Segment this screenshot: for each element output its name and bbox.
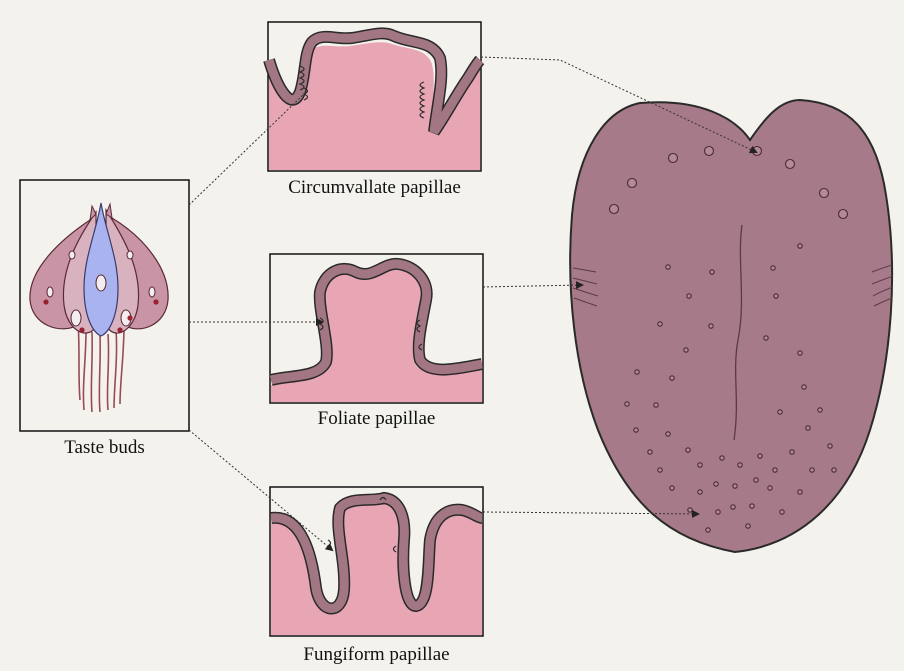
tongue <box>570 100 893 552</box>
circumvallate-label: Circumvallate papillae <box>268 177 481 199</box>
fungiform-papilla-dot <box>806 426 810 430</box>
fungiform-papilla-dot <box>625 402 629 406</box>
fungiform-papilla-dot <box>733 484 737 488</box>
fungiform-papilla-dot <box>686 448 690 452</box>
circumvallate-panel <box>268 22 481 171</box>
fungiform-papilla-dot <box>828 444 832 448</box>
fungiform-papilla-dot <box>754 478 758 482</box>
fungiform-papilla-dot <box>720 456 724 460</box>
fungiform-papilla-dot <box>771 266 775 270</box>
fungiform-papilla-dot <box>798 244 802 248</box>
fungiform-papilla-dot <box>688 508 692 512</box>
fungiform-papilla-dot <box>790 450 794 454</box>
fungiform-papilla-dot <box>670 376 674 380</box>
fungiform-papilla-dot <box>648 450 652 454</box>
circumvallate-papilla-dot <box>820 189 829 198</box>
fungiform-papilla-dot <box>714 482 718 486</box>
fungiform-panel <box>270 487 483 636</box>
fungiform-papilla-dot <box>832 468 836 472</box>
fungiform-papilla-dot <box>802 385 806 389</box>
fungiform-papilla-dot <box>706 528 710 532</box>
fungiform-papilla-dot <box>687 294 691 298</box>
fungiform-papilla-dot <box>750 504 754 508</box>
fungiform-papilla-dot <box>670 486 674 490</box>
fungiform-papilla-dot <box>764 336 768 340</box>
fungiform-papilla-dot <box>798 490 802 494</box>
fungiform-papilla-dot <box>774 294 778 298</box>
fungiform-papilla-dot <box>780 510 784 514</box>
fungiform-papilla-dot <box>778 410 782 414</box>
fungiform-papilla-dot <box>746 524 750 528</box>
fungiform-papilla-dot <box>798 351 802 355</box>
fungiform-papilla-dot <box>666 265 670 269</box>
fungiform-papilla-dot <box>634 428 638 432</box>
fungiform-papilla-dot <box>738 463 742 467</box>
fungiform-papilla-dot <box>768 486 772 490</box>
foliate-label: Foliate papillae <box>270 408 483 430</box>
taste-bud-panel <box>20 180 189 431</box>
fungiform-papilla-dot <box>716 510 720 514</box>
fungiform-papilla-dot <box>818 408 822 412</box>
circumvallate-papilla-dot <box>786 160 795 169</box>
fungiform-papilla-dot <box>758 454 762 458</box>
fungiform-papilla-dot <box>654 403 658 407</box>
fungiform-papilla-dot <box>684 348 688 352</box>
fungiform-papilla-dot <box>709 324 713 328</box>
circumvallate-papilla-dot <box>669 154 678 163</box>
fungiform-papilla-dot <box>635 370 639 374</box>
fungiform-papilla-dot <box>773 468 777 472</box>
fungiform-papilla-dot <box>710 270 714 274</box>
connector-foliate-to-tongue <box>483 285 582 287</box>
fungiform-papilla-dot <box>698 463 702 467</box>
tongue-outline <box>570 100 892 552</box>
taste-buds-label: Taste buds <box>20 437 189 459</box>
fungiform-papilla-dot <box>731 505 735 509</box>
fungiform-papilla-dot <box>658 468 662 472</box>
circumvallate-papilla-dot <box>839 210 848 219</box>
circumvallate-papilla-dot <box>705 147 714 156</box>
fungiform-papilla-dot <box>658 322 662 326</box>
circumvallate-papilla-dot <box>628 179 637 188</box>
fungiform-papilla-dot <box>698 490 702 494</box>
foliate-panel <box>270 254 483 403</box>
fungiform-papilla-dot <box>810 468 814 472</box>
fungiform-label: Fungiform papillae <box>270 644 483 666</box>
fungiform-papilla-dot <box>666 432 670 436</box>
circumvallate-papilla-dot <box>610 205 619 214</box>
